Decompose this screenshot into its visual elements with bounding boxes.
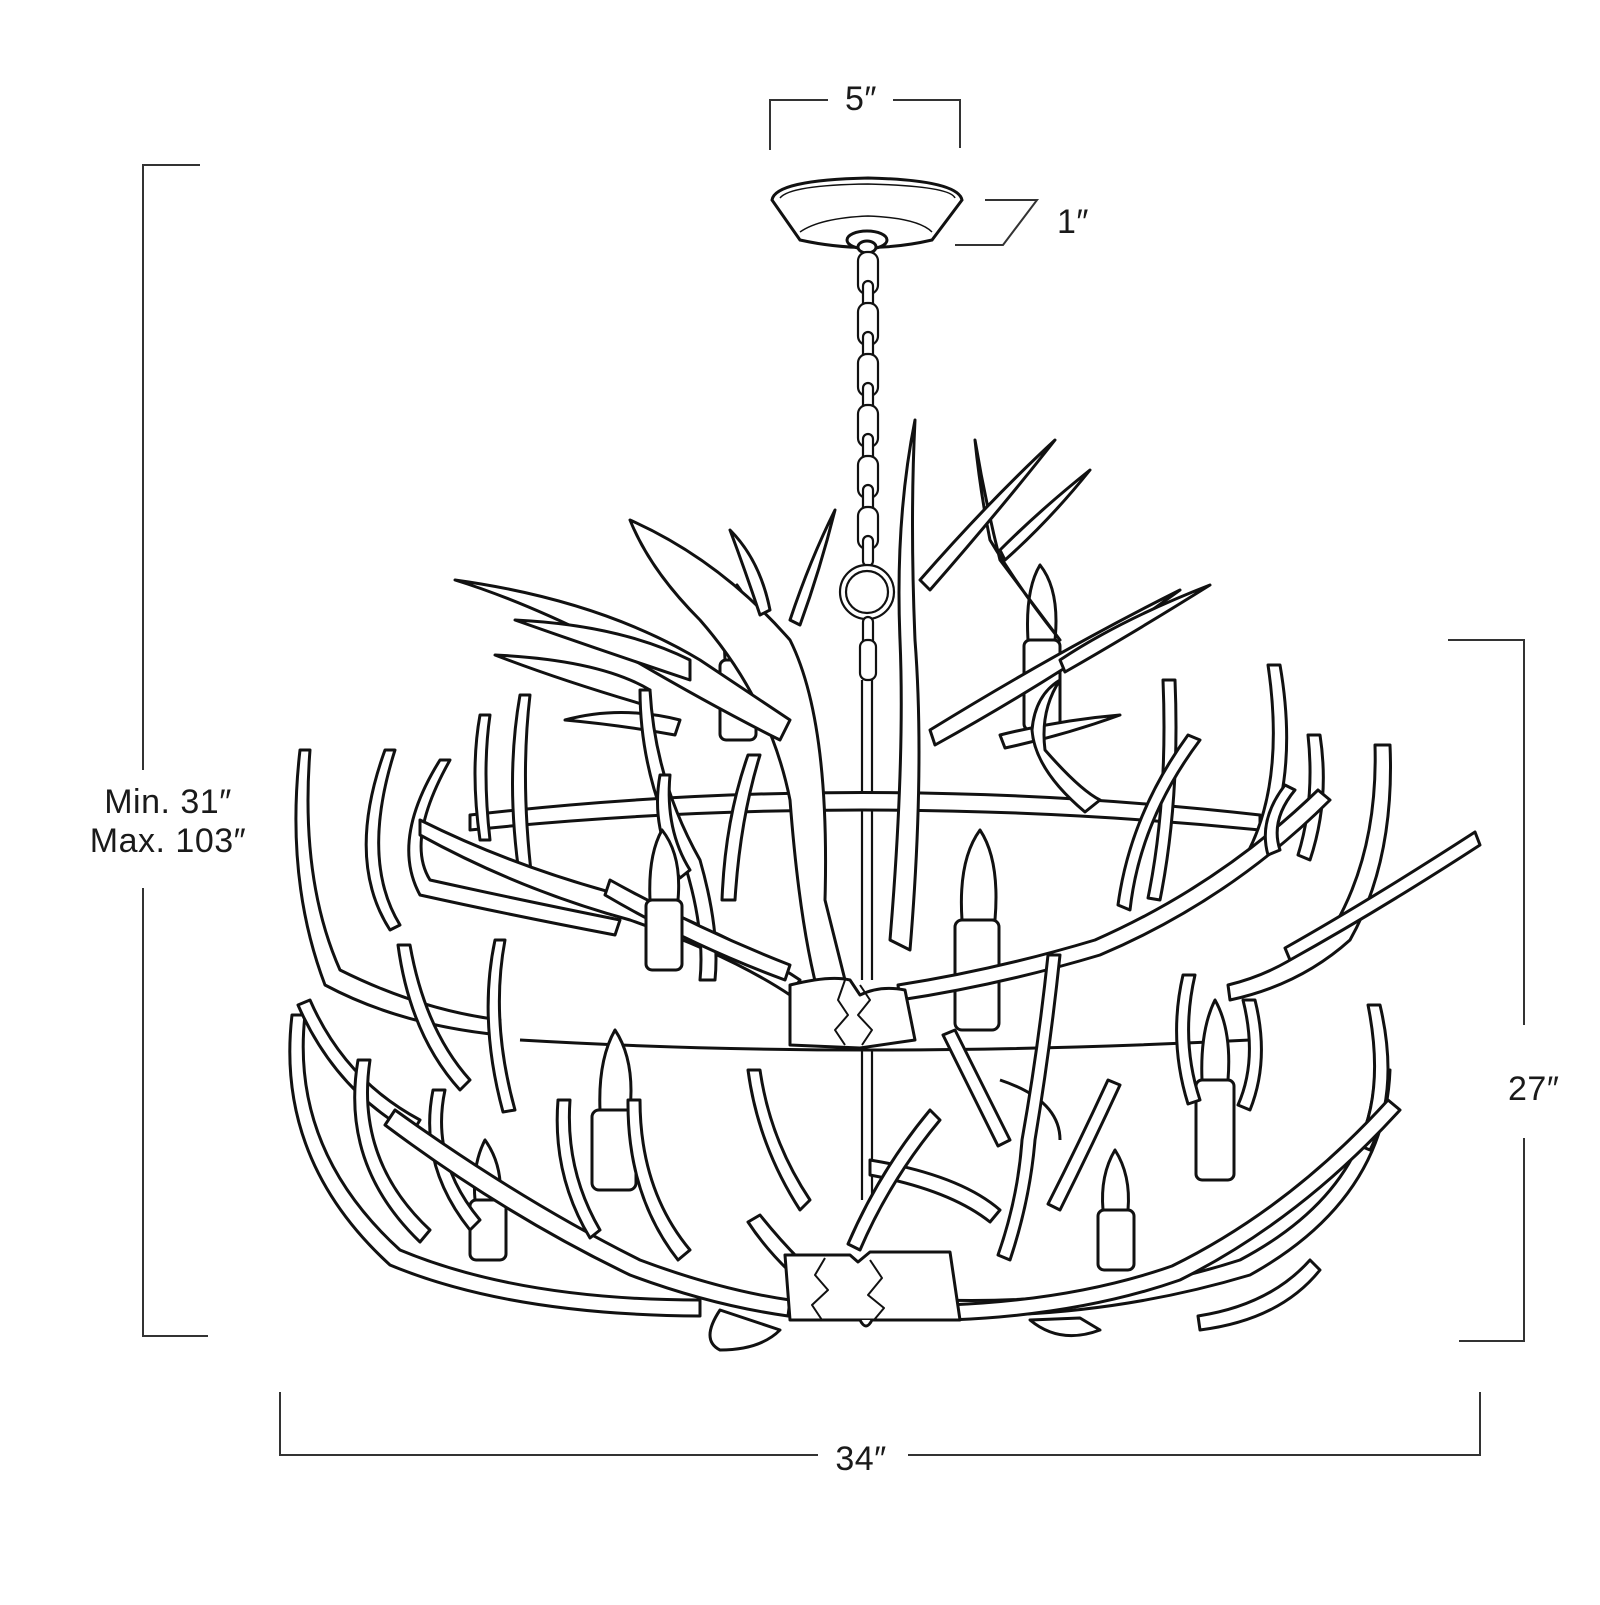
- overall-height-max: Max. 103″: [89, 822, 247, 861]
- body-height-bracket: [1448, 640, 1524, 1341]
- upper-antler-tier: [296, 420, 1480, 1050]
- lower-antler-tier: [290, 940, 1400, 1350]
- upper-hub: [790, 978, 915, 1048]
- canopy-height-label: 1″: [1057, 203, 1089, 241]
- canopy-width-label: 5″: [845, 80, 877, 118]
- canopy: [772, 178, 962, 253]
- overall-height-bracket: [143, 165, 208, 1336]
- canopy-width-bracket: [770, 100, 960, 150]
- lower-hub: [785, 1252, 960, 1320]
- overall-height-min: Min. 31″: [104, 783, 232, 821]
- body-height-label: 27″: [1508, 1070, 1560, 1108]
- overall-height-label: Min. 31″ Max. 103″: [78, 783, 258, 861]
- overall-width-label: 34″: [835, 1440, 887, 1478]
- dimension-lines: [143, 100, 1524, 1455]
- overall-width-bracket: [280, 1392, 1480, 1455]
- chain: [840, 252, 894, 1200]
- canopy-height-bracket: [955, 200, 1037, 245]
